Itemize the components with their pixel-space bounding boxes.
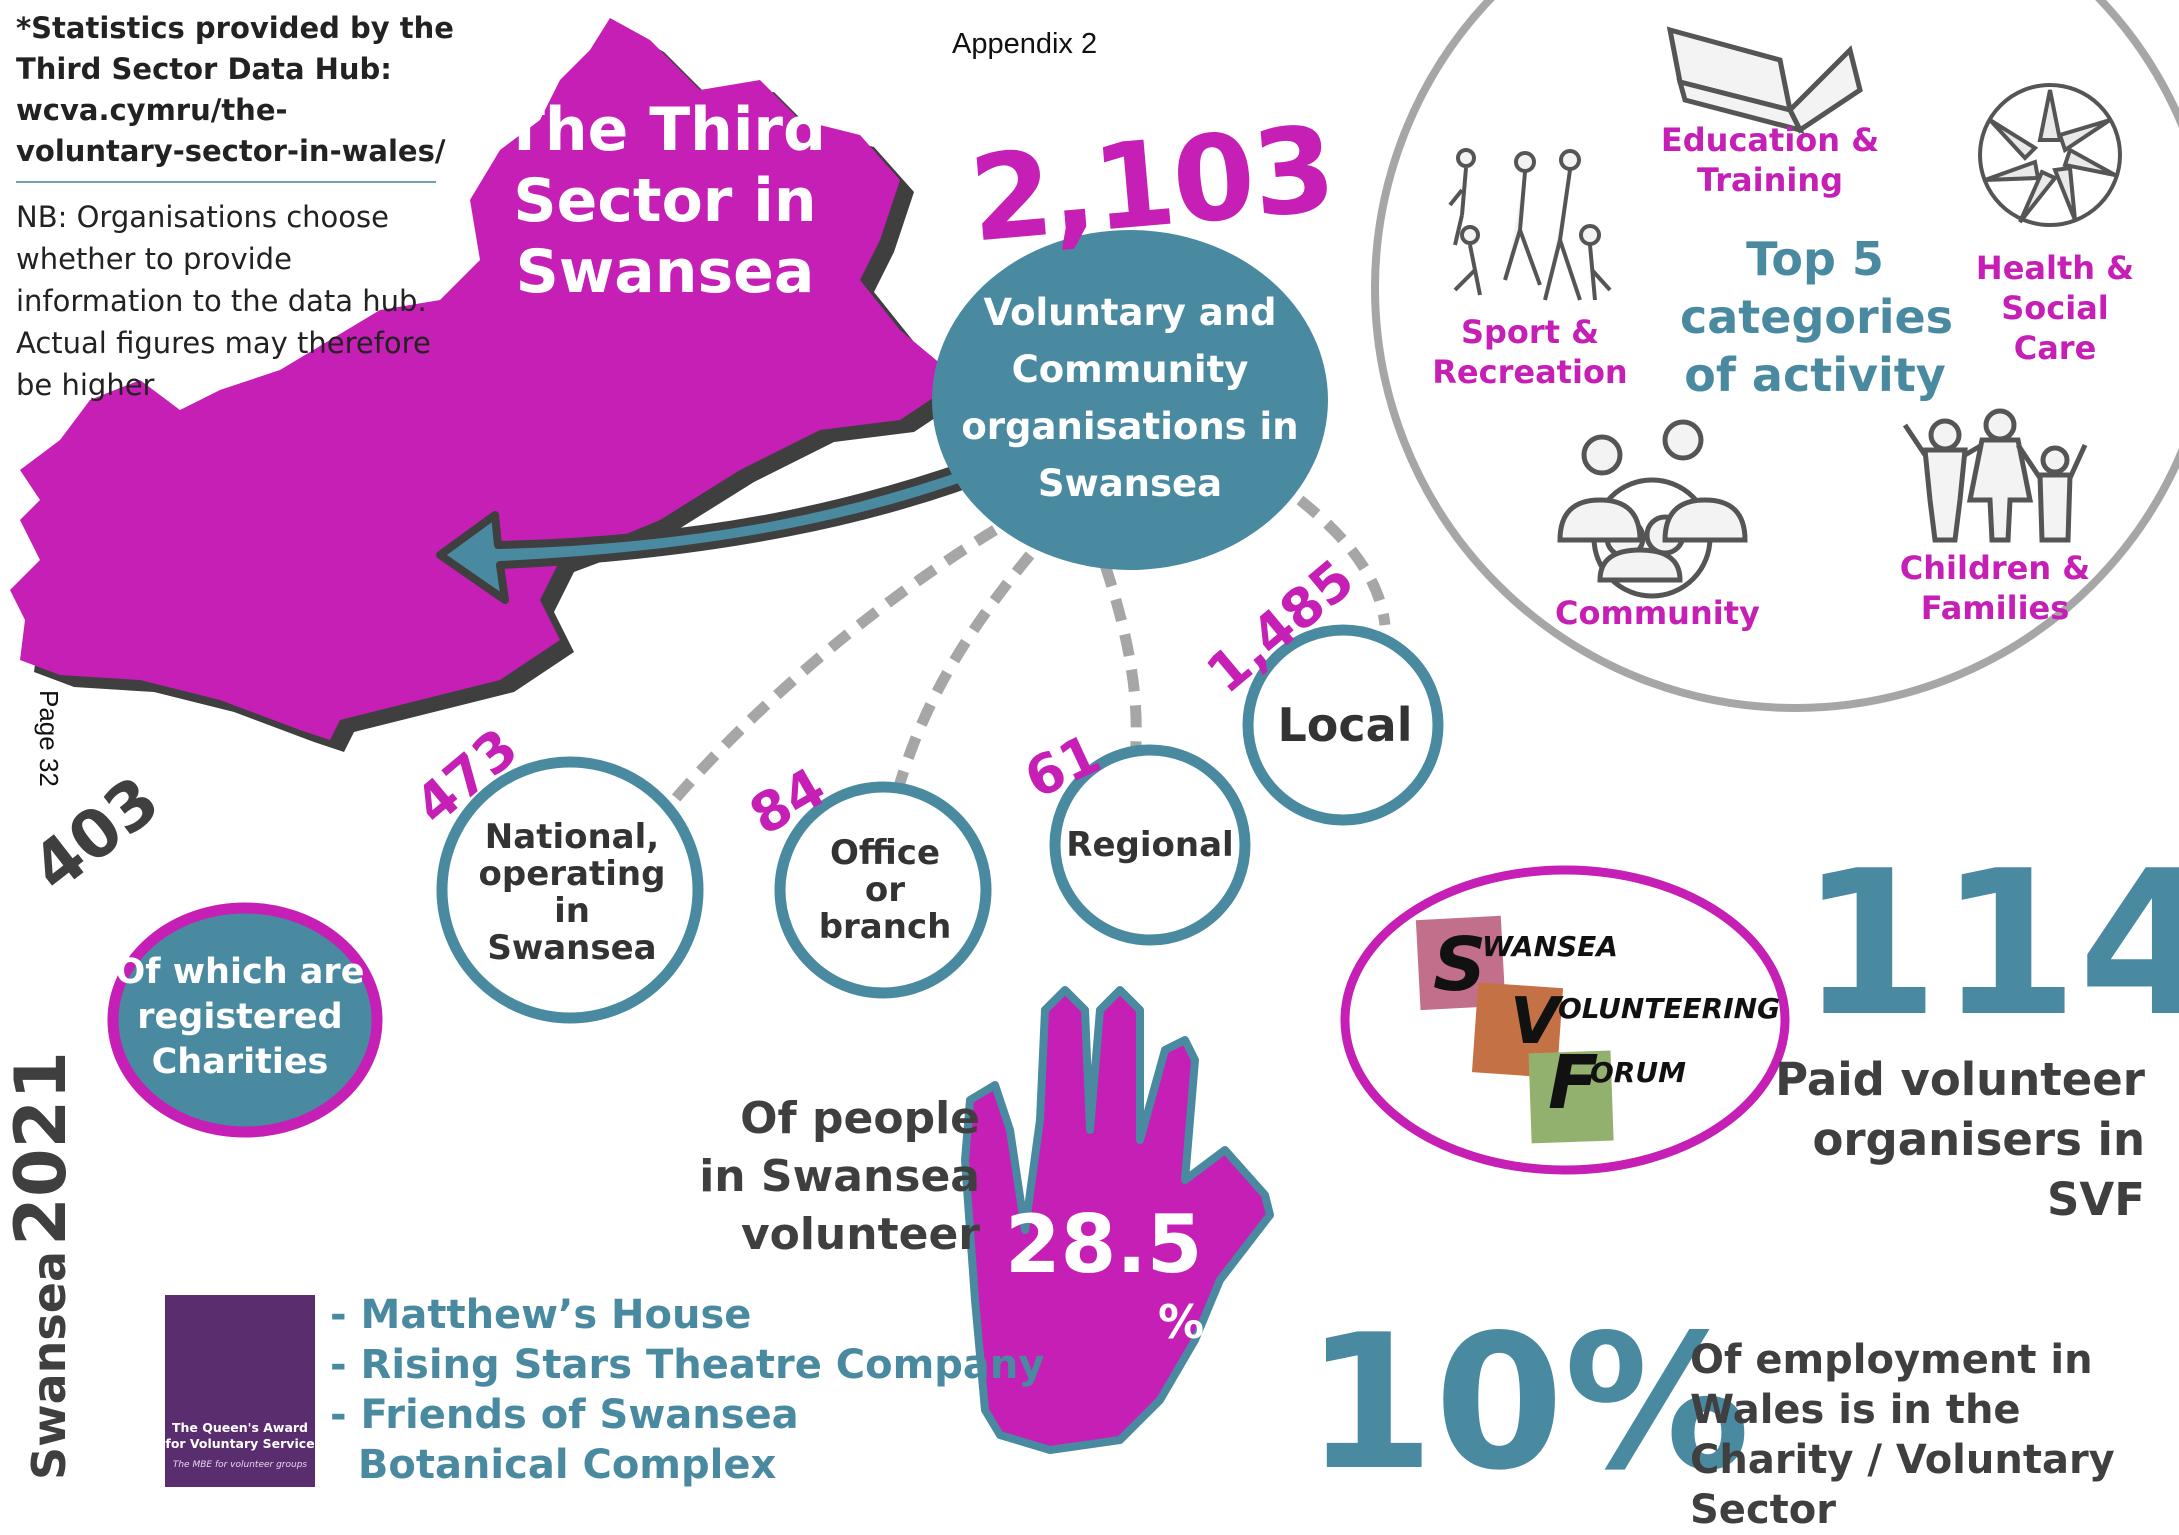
center-label: Voluntary and Community organisations in… — [961, 291, 1299, 505]
award-badge-title: The Queen's Award for Voluntary Service — [165, 1420, 315, 1451]
book-icon — [1666, 26, 1863, 134]
family-icon — [1902, 408, 2088, 543]
office-circle — [774, 781, 992, 999]
national-circle — [436, 756, 704, 1024]
office-label: Office or branch — [818, 832, 952, 947]
category-education: Education & Training — [1660, 121, 1880, 199]
center-circle — [932, 230, 1328, 570]
category-children: Children & Families — [1899, 549, 2091, 627]
hands-icon — [1978, 83, 2122, 227]
dashed-connectors — [665, 495, 1391, 809]
category-sport: Sport & Recreation — [1432, 313, 1628, 391]
arrow-to-map — [436, 451, 1009, 604]
sport-icon — [1448, 148, 1612, 301]
regional-circle — [1049, 744, 1251, 946]
national-label: National, operating in Swansea — [478, 816, 666, 968]
local-label: Local — [1277, 697, 1413, 752]
swansea-map — [10, 18, 960, 740]
category-health: Health & Social Care — [1975, 249, 2135, 367]
regional-label: Regional — [1066, 824, 1234, 865]
svf-word-orum: ORUM — [1590, 1056, 1686, 1089]
award-year-block: Swansea 2021 — [0, 1051, 82, 1480]
appendix-label: Appendix 2 — [952, 28, 1098, 60]
svf-word-wansea: WANSEA — [1482, 930, 1618, 963]
category-community: Community — [1555, 594, 1760, 632]
nb-note: NB: Organisations choose whether to prov… — [16, 200, 431, 402]
stats-note: *Statistics provided by the Third Sector… — [16, 11, 454, 168]
employment-percentage: 10% — [1305, 1294, 1751, 1511]
award-winners-list: - Matthew’s House - Rising Stars Theatre… — [330, 1290, 1044, 1490]
svf-word-olunteering: OLUNTEERING — [1558, 992, 1781, 1025]
award-badge: The Queen's Award for Voluntary Service … — [165, 1295, 315, 1487]
svf-count: 114 — [1800, 828, 2179, 1061]
map-title: The Third Sector in Swansea — [504, 95, 826, 307]
svf-letter-v: V — [1510, 985, 1560, 1059]
charities-circle — [107, 902, 383, 1138]
svf-letter-s: S — [1433, 922, 1487, 1008]
award-winner: - Friends of Swansea — [330, 1392, 799, 1438]
award-badge-subtitle: The MBE for volunteer groups — [172, 1460, 308, 1470]
svf-letter-f: F — [1548, 1040, 1599, 1126]
top5-title: Top 5 categories of activity — [1680, 232, 1954, 402]
divider — [16, 181, 436, 183]
volunteer-percent-sign: % — [1158, 1295, 1205, 1349]
award-city: Swansea — [22, 1250, 76, 1480]
volunteer-hand — [961, 986, 1274, 1454]
top5-circle — [1371, 0, 2179, 712]
page-number: Page 32 — [34, 690, 64, 787]
award-winner: - Matthew’s House — [330, 1292, 752, 1338]
local-circle — [1242, 624, 1444, 826]
award-year: 2021 — [0, 1051, 82, 1246]
employment-label: Of employment in Wales is in the Charity… — [1690, 1337, 2115, 1533]
award-winner: Botanical Complex — [330, 1442, 777, 1488]
svf-label: Paid volunteer organisers in SVF — [1775, 1053, 2145, 1226]
volunteer-percentage: 28.5 — [1005, 1198, 1203, 1291]
people-circle-icon — [1557, 419, 1748, 599]
infographic-graphics — [10, 0, 2179, 1487]
award-winner: - Rising Stars Theatre Company — [330, 1342, 1045, 1388]
charities-label: Of which are registered Charities — [115, 952, 365, 1082]
volunteer-text: Of people in Swansea volunteer — [699, 1093, 980, 1260]
